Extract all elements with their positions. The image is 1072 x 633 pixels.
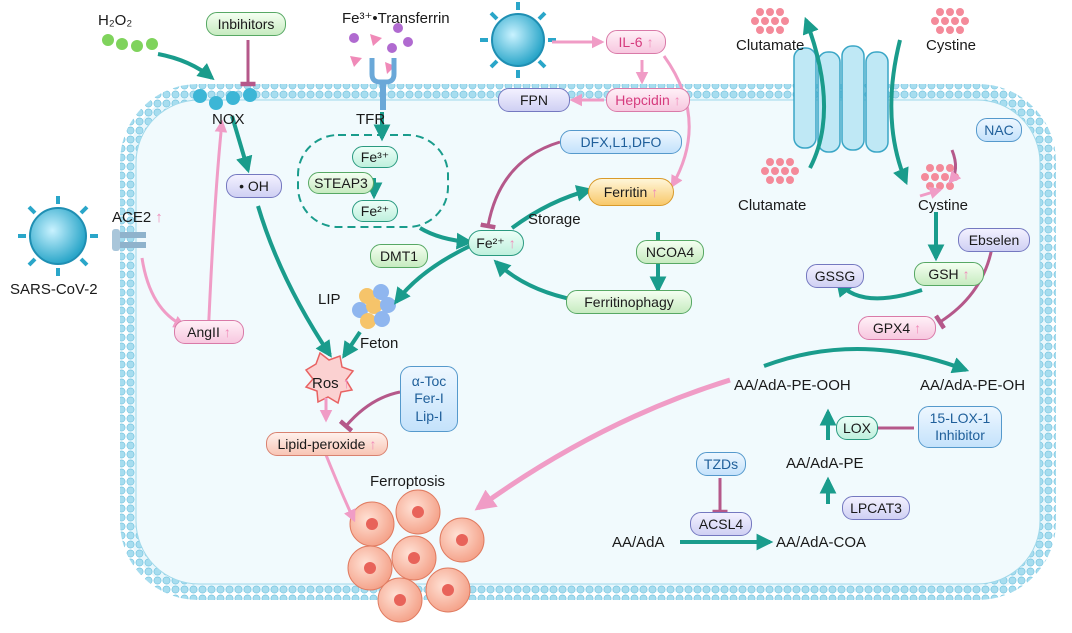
lox-label: LOX	[836, 416, 878, 440]
lox-inhibitor-label: 15-LOX-1 Inhibitor	[918, 406, 1002, 448]
ferroptotic-cells	[347, 489, 485, 623]
cystine-top-label: Cystine	[926, 37, 977, 54]
wide-pink-arrow	[474, 377, 731, 511]
fe-transferrin-label: Fe³⁺•Transferrin	[342, 10, 450, 27]
ebselen-label: Ebselen	[958, 228, 1030, 252]
fe3-inner-label: Fe³⁺	[352, 146, 398, 168]
lip-label: LIP	[318, 291, 341, 308]
angii-label: AngII	[174, 320, 244, 344]
dmt1-label: DMT1	[370, 244, 428, 268]
fpn-label: FPN	[498, 88, 570, 112]
storage-label: Storage	[528, 211, 581, 228]
virus-top	[480, 2, 556, 78]
teal-arrows	[157, 16, 970, 551]
gsh-label: GSH	[914, 262, 984, 286]
gpx4-label: GPX4	[858, 316, 936, 340]
fe2-inner-label: Fe²⁺	[352, 200, 398, 222]
glutamate-cluster-mid	[761, 158, 799, 184]
nox-label: NOX	[212, 111, 245, 128]
cystine-cluster-top	[931, 8, 969, 34]
glutamate-cluster-top	[751, 8, 789, 34]
ace2-receptor	[112, 229, 146, 251]
tfr-receptor	[369, 58, 397, 110]
il6-label: IL-6	[606, 30, 666, 54]
aa-pe-label: AA/AdA-PE	[786, 455, 864, 472]
ferroptosis-label: Ferroptosis	[370, 473, 446, 490]
cystine-mid-label: Cystine	[918, 197, 969, 214]
ros-label: Ros	[312, 376, 350, 391]
ace2-label: ACE2	[112, 210, 163, 225]
aa-ada-label: AA/AdA	[612, 534, 665, 551]
ferritin-label: Ferritin	[588, 178, 674, 206]
clutamate-top-label: Clutamate	[736, 37, 805, 54]
aa-ooh-label: AA/AdA-PE-OOH	[734, 377, 851, 394]
hepcidin-label: Hepcidin	[606, 88, 690, 112]
aa-coa-label: AA/AdA-COA	[776, 534, 867, 551]
lpcat3-label: LPCAT3	[842, 496, 910, 520]
virus-sars	[18, 196, 98, 276]
feton-label: Feton	[360, 335, 399, 352]
lip-iron-cluster	[352, 284, 396, 329]
steap3-label: STEAP3	[308, 172, 374, 194]
lipid-peroxide-label: Lipid-peroxide	[266, 432, 388, 456]
nox-complex	[193, 88, 257, 110]
dfx-label: DFX,L1,DFO	[560, 130, 682, 154]
tfr-label: TFR	[356, 111, 386, 128]
inhibitors-label: Inbihitors	[206, 12, 286, 36]
h2o2-label: H₂O₂	[98, 12, 133, 29]
oh-label: • OH	[226, 174, 282, 198]
h2o2-molecule	[102, 34, 158, 52]
sars-label: SARS-CoV-2	[10, 281, 98, 298]
transferrin-molecules	[349, 23, 413, 74]
tzds-label: TZDs	[696, 452, 746, 476]
inhibition-lines	[240, 40, 996, 515]
nac-label: NAC	[976, 118, 1022, 142]
acsl4-label: ACSL4	[690, 512, 752, 536]
gssg-label: GSSG	[806, 264, 864, 288]
ferritinophagy-label: Ferritinophagy	[566, 290, 692, 314]
ncoa4-label: NCOA4	[636, 240, 704, 264]
aa-oh-label: AA/AdA-PE-OH	[920, 377, 1026, 394]
atoc-label: α-Toc Fer-I Lip-I	[400, 366, 458, 432]
clutamate-mid-label: Clutamate	[738, 197, 807, 214]
fe2-main-label: Fe²⁺	[468, 230, 524, 256]
